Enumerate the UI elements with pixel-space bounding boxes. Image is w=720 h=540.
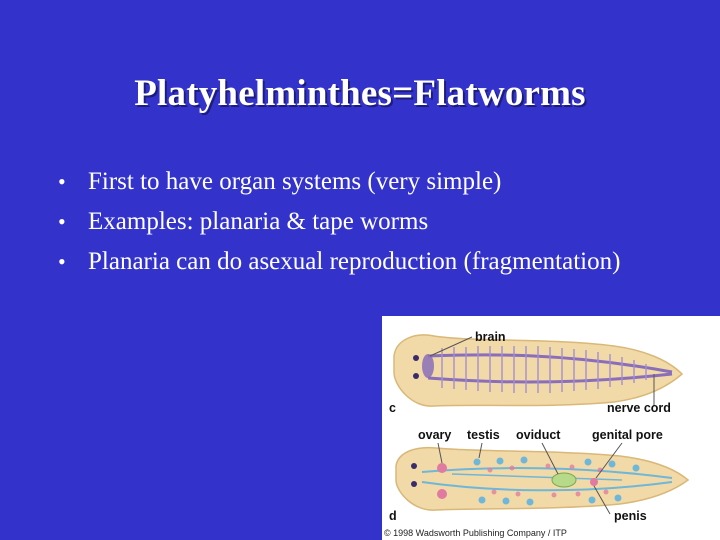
worm-reproductive-system <box>395 442 690 515</box>
panel-label-c: c <box>389 401 396 415</box>
bullet-text: Planaria can do asexual reproduction (fr… <box>88 248 621 275</box>
panel-label-d: d <box>389 509 397 523</box>
label-genital-pore: genital pore <box>592 428 663 442</box>
label-oviduct: oviduct <box>516 428 561 442</box>
label-brain: brain <box>475 330 506 344</box>
bullet-icon: • <box>58 169 66 194</box>
slide-title: Platyhelminthes=Flatworms <box>134 73 586 114</box>
label-testis: testis <box>467 428 500 442</box>
flatworm-anatomy-figure: brain nerve cord c ovary testis oviduct … <box>382 316 720 540</box>
worm-nervous-system <box>393 334 684 407</box>
bullet-icon: • <box>58 249 66 274</box>
label-penis: penis <box>614 509 647 523</box>
bullet-list: • First to have organ systems (very simp… <box>58 162 698 282</box>
bullet-item: • Examples: planaria & tape worms <box>58 202 698 242</box>
label-ovary: ovary <box>418 428 451 442</box>
bullet-text: First to have organ systems (very simple… <box>88 168 502 195</box>
label-nerve-cord: nerve cord <box>607 401 671 415</box>
bullet-text: Examples: planaria & tape worms <box>88 208 429 235</box>
bullet-icon: • <box>58 209 66 234</box>
flatworm-illustration: brain nerve cord c ovary testis oviduct … <box>384 330 690 538</box>
bullet-item: • Planaria can do asexual reproduction (… <box>58 242 698 282</box>
bullet-item: • First to have organ systems (very simp… <box>58 162 698 202</box>
figure-copyright: © 1998 Wadsworth Publishing Company / IT… <box>384 528 567 538</box>
